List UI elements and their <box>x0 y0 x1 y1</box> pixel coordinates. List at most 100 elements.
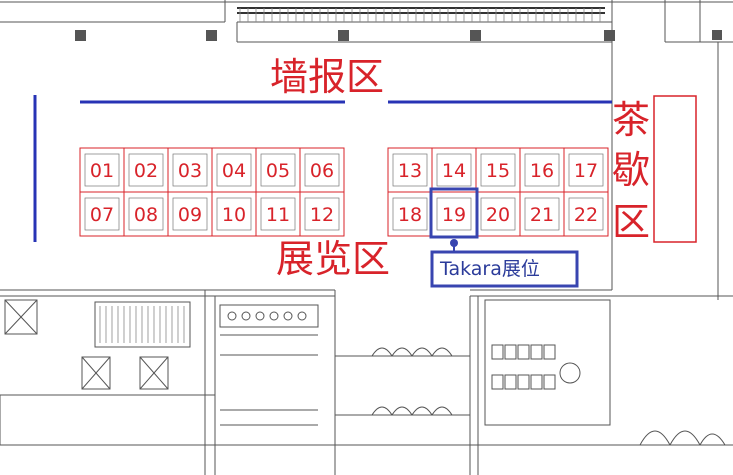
booth-17[interactable]: 17 <box>563 147 609 193</box>
takara-pointer-dot <box>450 239 458 247</box>
booth-table <box>84 153 120 187</box>
booth-02[interactable]: 02 <box>123 147 169 193</box>
toilet-stall <box>543 344 556 360</box>
toilet-stall <box>504 344 517 360</box>
booth-number: 07 <box>90 204 114 226</box>
booth-04[interactable]: 04 <box>211 147 257 193</box>
booth-07[interactable]: 07 <box>79 191 125 237</box>
booth-number: 10 <box>222 204 246 226</box>
booth-table <box>436 197 472 231</box>
booth-number: 16 <box>530 160 554 182</box>
fixture-mark <box>297 311 307 321</box>
tea-break-zone: 茶 歇 区 <box>612 95 697 244</box>
booth-22[interactable]: 22 <box>563 191 609 237</box>
booth-number: 17 <box>574 160 598 182</box>
tea-break-table <box>653 95 697 243</box>
toilet-stall <box>517 374 530 390</box>
booth-11[interactable]: 11 <box>255 191 301 237</box>
booth-10[interactable]: 10 <box>211 191 257 237</box>
booth-number: 01 <box>90 160 114 182</box>
booth-14[interactable]: 14 <box>431 147 477 193</box>
booth-06[interactable]: 06 <box>299 147 345 193</box>
tea-break-label-3: 区 <box>612 200 650 244</box>
booth-table <box>568 197 604 231</box>
booth-number: 08 <box>134 204 158 226</box>
booth-table <box>128 197 164 231</box>
tea-break-label-1: 茶 <box>612 98 650 142</box>
booth-05[interactable]: 05 <box>255 147 301 193</box>
booth-table <box>172 153 208 187</box>
booth-number: 02 <box>134 160 158 182</box>
booth-table <box>392 197 428 231</box>
booth-number: 22 <box>574 204 598 226</box>
top-building-outline <box>0 0 733 300</box>
takara-callout[interactable]: Takara展位 <box>430 250 579 288</box>
booth-16[interactable]: 16 <box>519 147 565 193</box>
booth-block-right: 13 14 15 16 17 18 19 20 21 22 <box>387 147 609 237</box>
booth-number: 06 <box>310 160 334 182</box>
booth-table <box>84 197 120 231</box>
booth-table <box>524 197 560 231</box>
takara-booth-highlight[interactable] <box>429 187 479 239</box>
toilet-stall <box>504 374 517 390</box>
fixture-mark <box>241 311 251 321</box>
booth-number: 13 <box>398 160 422 182</box>
toilet-stall <box>543 374 556 390</box>
booth-number: 04 <box>222 160 246 182</box>
booth-09[interactable]: 09 <box>167 191 213 237</box>
booth-number: 21 <box>530 204 554 226</box>
exhibition-zone-label: 展览区 <box>276 237 390 281</box>
booth-table <box>392 153 428 187</box>
booth-18[interactable]: 18 <box>387 191 433 237</box>
booth-table <box>480 153 516 187</box>
toilet-stall <box>491 344 504 360</box>
wall-poster-zone-label: 墙报区 <box>270 55 384 99</box>
booth-number: 12 <box>310 204 334 226</box>
booth-number: 03 <box>178 160 202 182</box>
booth-19[interactable]: 19 <box>431 191 477 237</box>
booth-number: 14 <box>442 160 466 182</box>
tea-break-label-2: 歇 <box>612 148 650 192</box>
booth-number: 09 <box>178 204 202 226</box>
booth-03[interactable]: 03 <box>167 147 213 193</box>
booth-table <box>436 153 472 187</box>
booth-table <box>524 153 560 187</box>
column-markers <box>75 30 615 41</box>
booth-number: 15 <box>486 160 510 182</box>
booth-table <box>304 153 340 187</box>
booth-15[interactable]: 15 <box>475 147 521 193</box>
booth-table <box>216 197 252 231</box>
booth-number: 19 <box>442 204 466 226</box>
booth-01[interactable]: 01 <box>79 147 125 193</box>
booth-table <box>260 197 296 231</box>
booth-number: 18 <box>398 204 422 226</box>
booth-13[interactable]: 13 <box>387 147 433 193</box>
fixture-mark <box>283 311 293 321</box>
booth-table <box>304 197 340 231</box>
fixture-mark <box>227 311 237 321</box>
bottom-building-outline <box>0 289 733 475</box>
fixture-mark <box>255 311 265 321</box>
booth-12[interactable]: 12 <box>299 191 345 237</box>
booth-20[interactable]: 20 <box>475 191 521 237</box>
booth-number: 11 <box>266 204 290 226</box>
booth-table <box>480 197 516 231</box>
toilet-stall <box>530 344 543 360</box>
toilet-stall <box>491 374 504 390</box>
callout-label: Takara展位 <box>439 258 540 280</box>
booth-block-left: 01 02 03 04 05 06 07 08 09 10 11 12 <box>79 147 345 237</box>
booth-table <box>260 153 296 187</box>
fixture-mark <box>269 311 279 321</box>
booth-number: 20 <box>486 204 510 226</box>
booth-number: 05 <box>266 160 290 182</box>
booth-table <box>216 153 252 187</box>
booth-cell <box>299 191 345 237</box>
booth-table <box>128 153 164 187</box>
booth-08[interactable]: 08 <box>123 191 169 237</box>
toilet-stall <box>530 374 543 390</box>
booth-21[interactable]: 21 <box>519 191 565 237</box>
booth-cell <box>563 191 609 237</box>
booth-table <box>568 153 604 187</box>
booth-table <box>172 197 208 231</box>
